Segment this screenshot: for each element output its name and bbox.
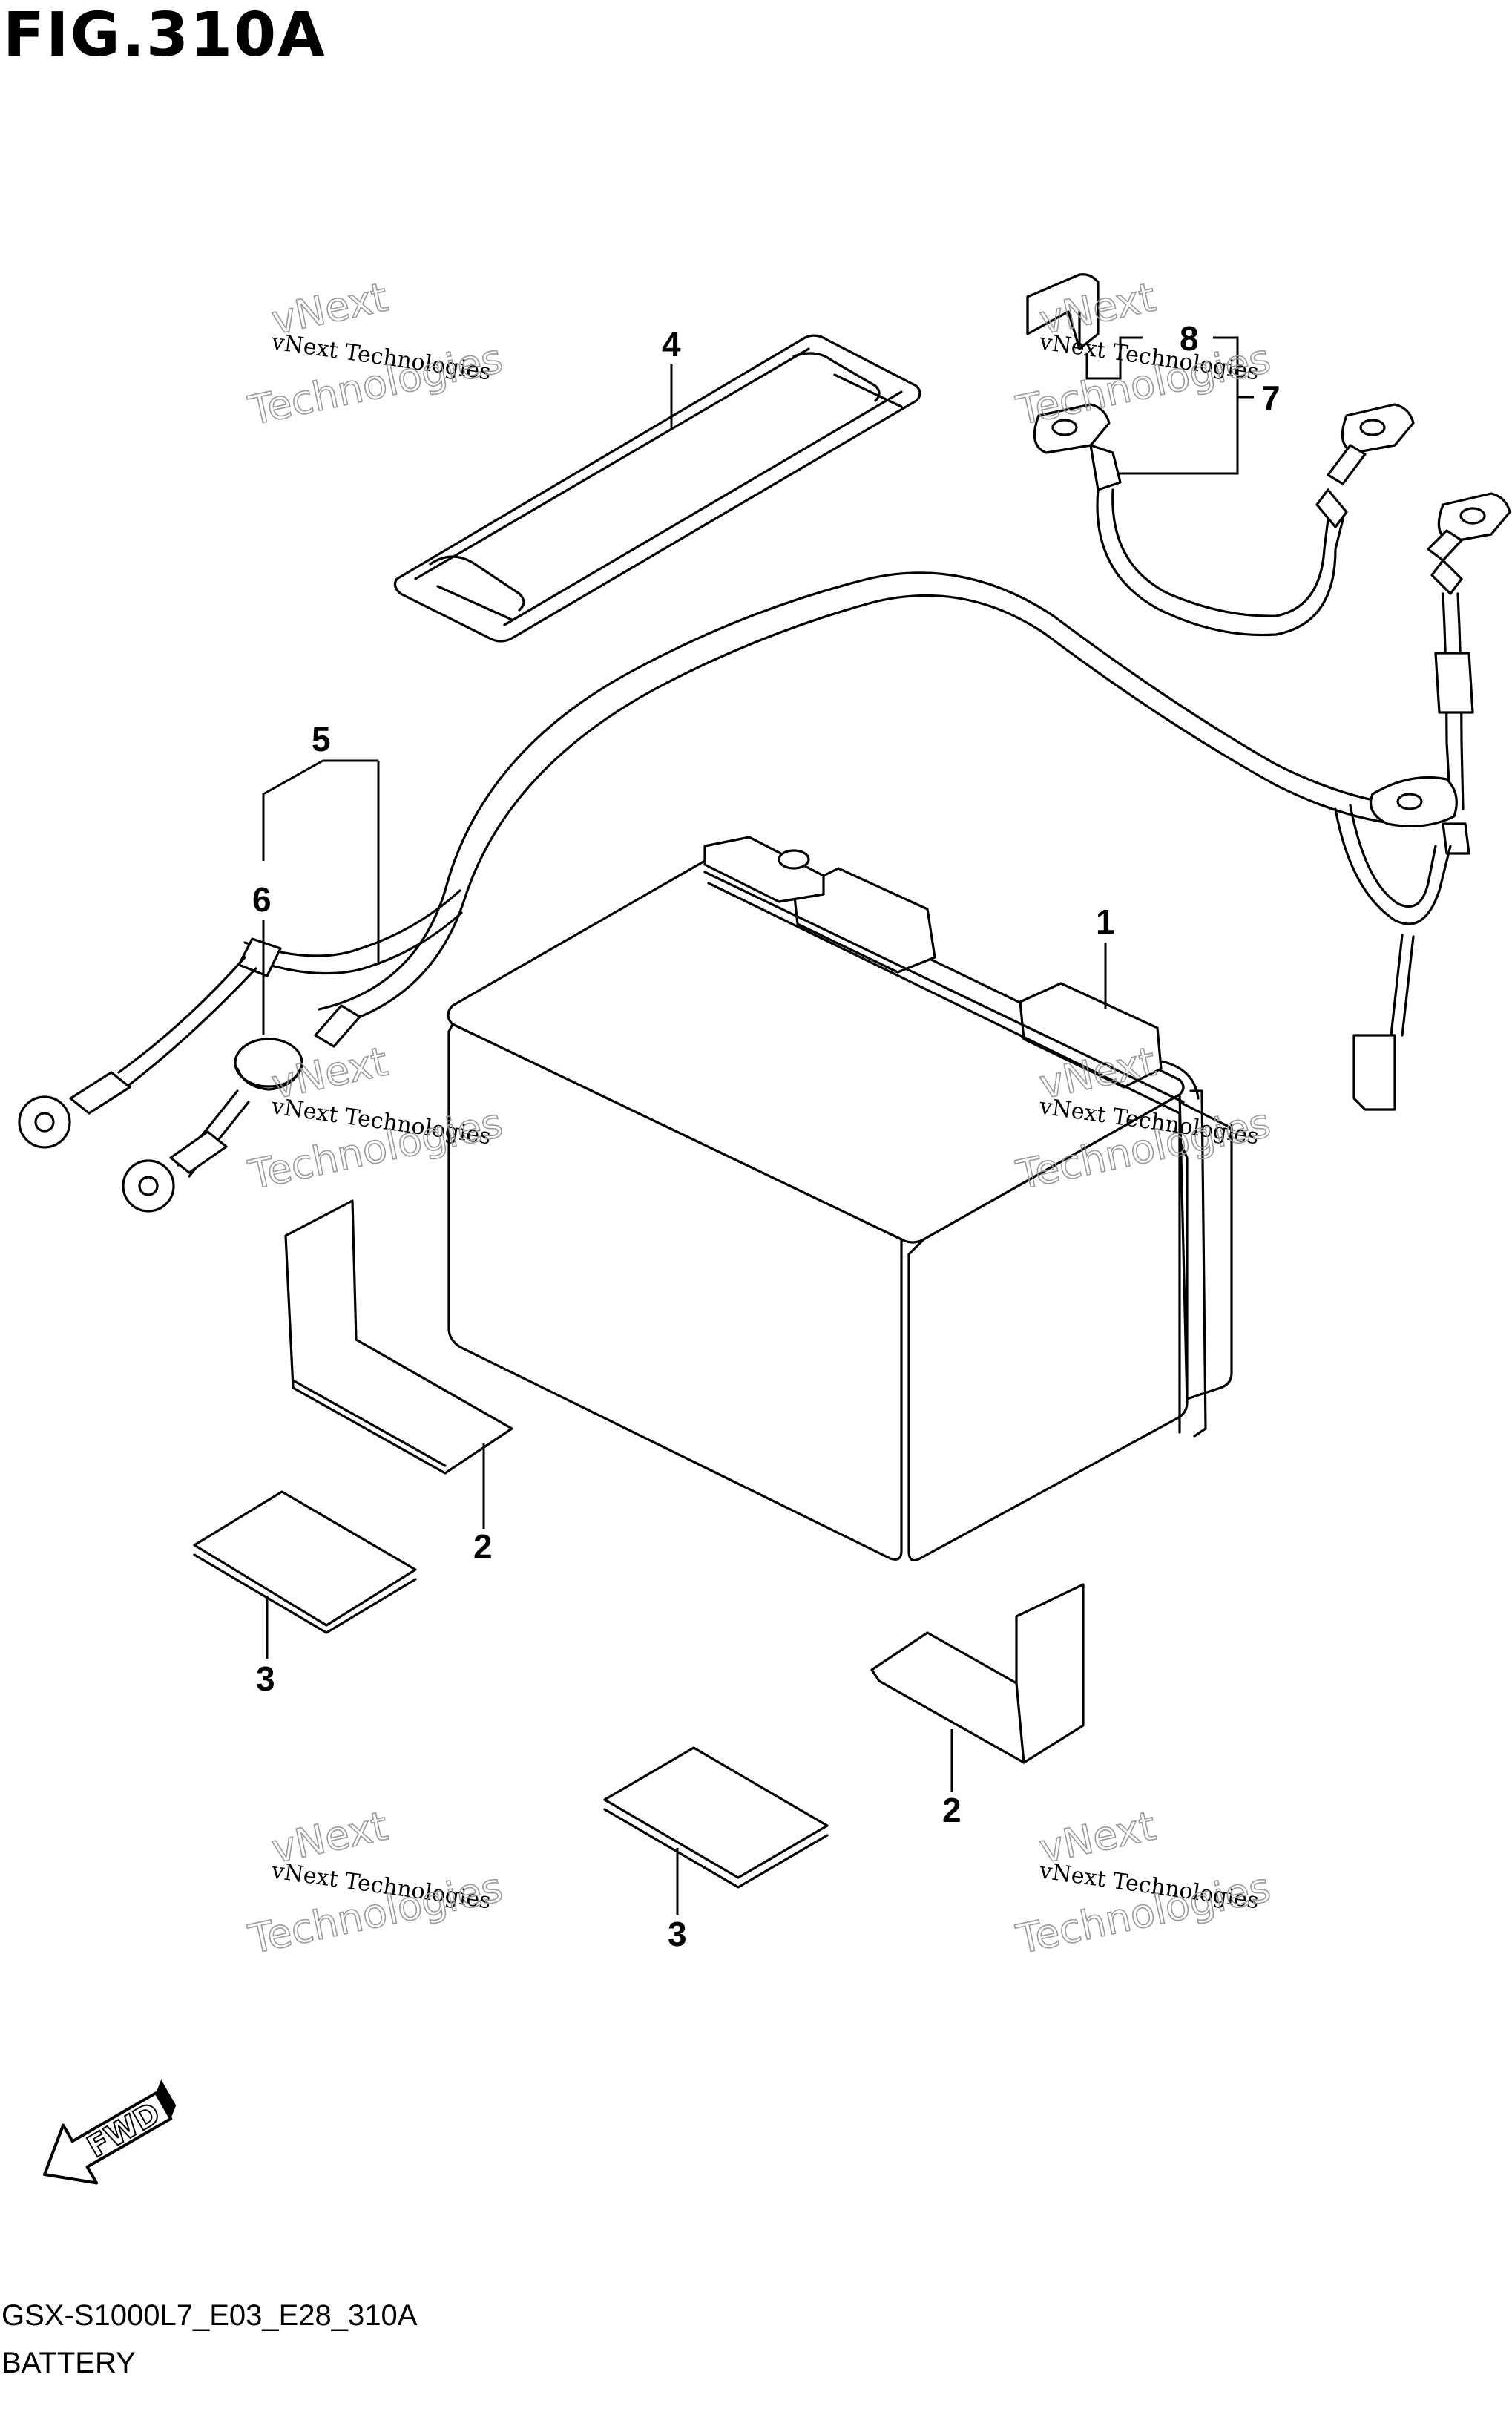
callout-3-right: 3 xyxy=(668,1915,687,1953)
callout-8: 8 xyxy=(1180,319,1199,358)
fwd-arrow-icon: FWD xyxy=(43,2079,177,2185)
fwd-label: FWD xyxy=(82,2096,166,2164)
callout-4: 4 xyxy=(662,325,681,364)
figure-code: GSX-S1000L7_E03_E28_310A xyxy=(1,2299,418,2332)
callout-1: 1 xyxy=(1096,902,1115,941)
callout-6: 6 xyxy=(252,880,272,919)
callouts: 4 1 2 2 3 3 5 6 7 8 xyxy=(252,319,1281,1953)
figure-name: BATTERY xyxy=(1,2347,136,2379)
leader-lines xyxy=(262,336,1254,1915)
bracket-right xyxy=(870,1583,1085,1764)
callout-5: 5 xyxy=(312,720,331,758)
battery-strap xyxy=(393,334,921,643)
positive-cable xyxy=(1026,273,1511,1111)
callout-7: 7 xyxy=(1261,378,1281,417)
figure-title: FIG.310A xyxy=(3,0,326,71)
bracket-left xyxy=(284,1199,513,1475)
pad-left xyxy=(193,1490,417,1634)
battery-cable xyxy=(18,571,1415,1213)
callout-3-left: 3 xyxy=(256,1659,275,1698)
battery xyxy=(447,836,1233,1561)
callout-2-right: 2 xyxy=(942,1791,962,1829)
pad-right xyxy=(603,1746,829,1889)
callout-2-left: 2 xyxy=(473,1527,493,1566)
